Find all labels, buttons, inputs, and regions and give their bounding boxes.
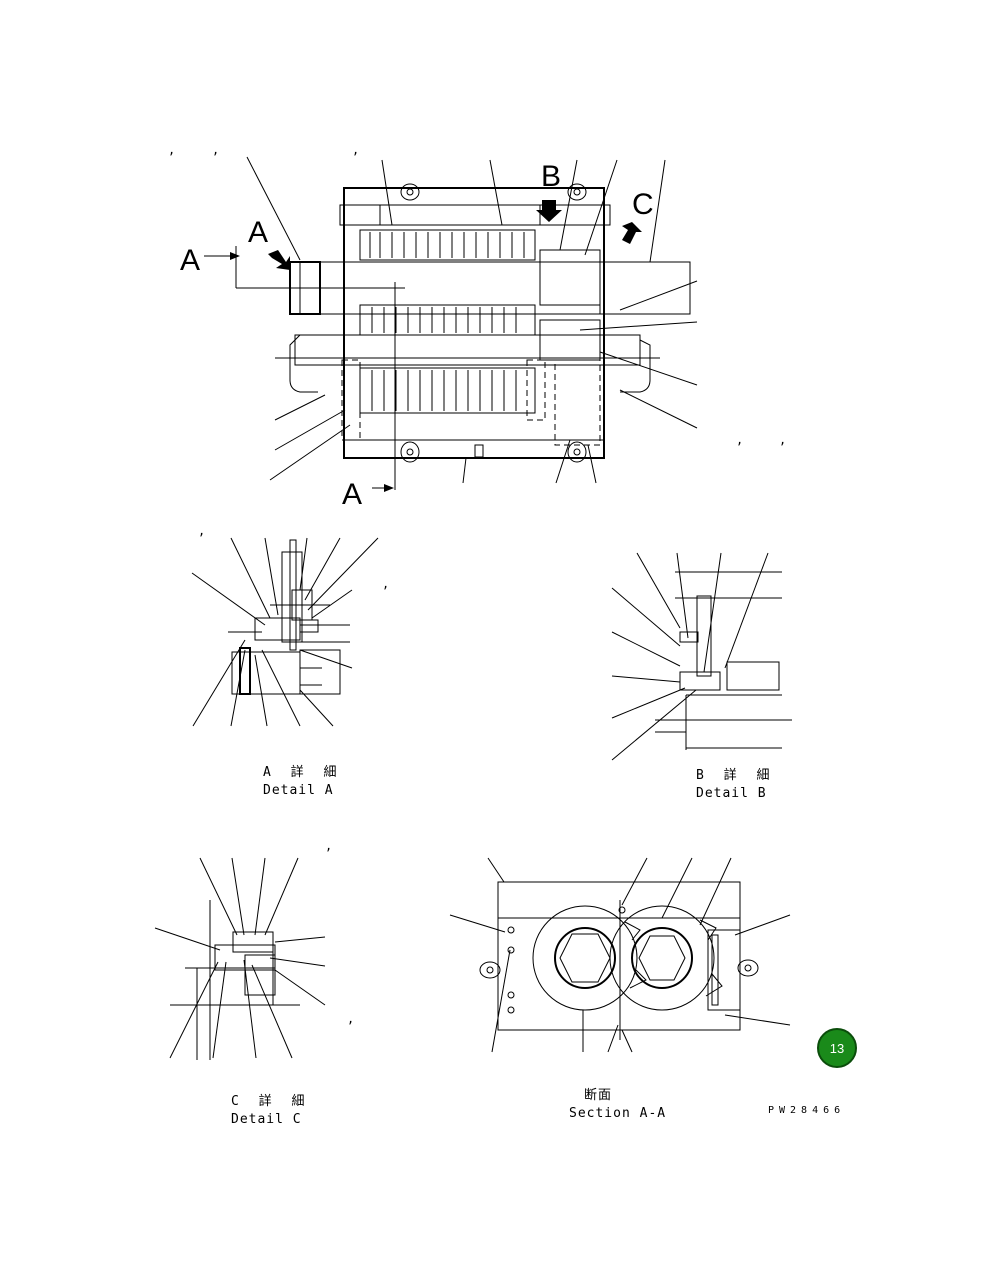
page-number: 13	[830, 1041, 844, 1056]
drawing-code: PW28466	[768, 1105, 845, 1116]
detail-a-caption-jp: A 詳 細	[263, 764, 342, 780]
view-letter-c: C	[632, 188, 654, 221]
section-caption: Section A-A	[569, 1106, 666, 1121]
svg-text:,: ,	[325, 839, 332, 853]
page-badge-circle	[817, 1028, 857, 1068]
svg-text:,: ,	[198, 524, 205, 538]
main-assembly-view: , , , , ,	[168, 143, 786, 511]
svg-text:,: ,	[168, 143, 175, 157]
section-caption-jp: 断面	[584, 1088, 612, 1103]
svg-text:,: ,	[736, 433, 743, 447]
detail-a-view: , , A 詳 細 Detail A	[191, 524, 389, 798]
view-letter-a-mid: A	[248, 216, 268, 249]
detail-b-view: B 詳 細 Detail B	[611, 552, 792, 801]
detail-c-view: , , C 詳 細 Detail C	[154, 839, 354, 1127]
page-badge[interactable]: 13	[817, 1028, 857, 1068]
arrow-a-icon	[268, 250, 290, 270]
cutter-discs-middle	[359, 304, 536, 336]
svg-text:,: ,	[382, 577, 389, 591]
arrow-b-icon	[536, 200, 562, 222]
section-a-a-view: 断面 Section A-A	[449, 857, 791, 1121]
detail-b-caption-jp: B 詳 細	[696, 767, 775, 783]
cutter-discs-top	[359, 229, 536, 261]
svg-text:,: ,	[779, 433, 786, 447]
detail-a-caption: Detail A	[263, 783, 334, 798]
detail-b-caption: Detail B	[696, 786, 767, 801]
view-letter-a-left: A	[180, 244, 200, 277]
cutter-discs-bottom	[359, 367, 536, 414]
view-letter-a-bottom: A	[342, 478, 362, 511]
view-letter-b: B	[541, 160, 561, 193]
detail-c-caption: Detail C	[231, 1112, 302, 1127]
svg-text:,: ,	[352, 143, 359, 157]
arrow-c-icon	[622, 222, 642, 244]
svg-text:,: ,	[212, 143, 219, 157]
detail-c-caption-jp: C 詳 細	[231, 1093, 310, 1109]
svg-text:,: ,	[347, 1012, 354, 1026]
